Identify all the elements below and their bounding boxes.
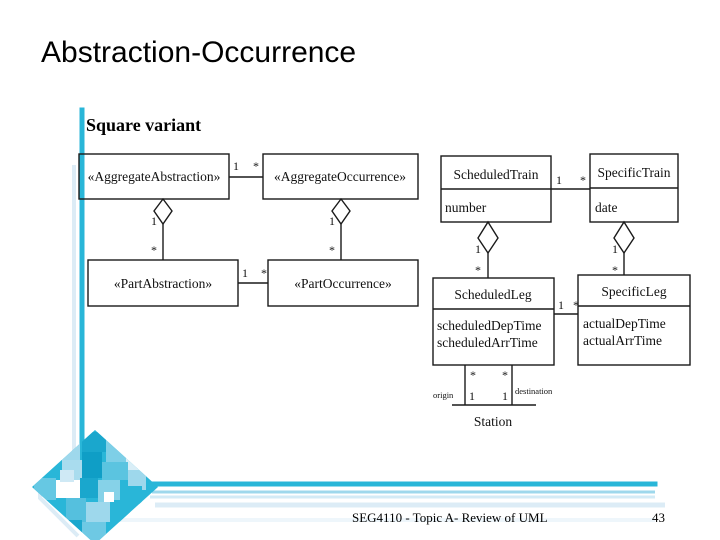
role-label-destination: destination — [515, 386, 553, 396]
page-title: Abstraction-Occurrence — [41, 36, 357, 69]
class-title-scheduled-train: ScheduledTrain — [454, 167, 539, 182]
attribute-specific-leg-arr: actualArrTime — [583, 333, 662, 348]
multiplicity-specific-aggregation-top: 1 — [612, 242, 618, 256]
class-title-specific-leg: SpecificLeg — [601, 284, 666, 299]
class-title-scheduled-leg: ScheduledLeg — [454, 287, 531, 302]
multiplicity-scheduled-aggregation-bottom: * — [475, 263, 481, 277]
attribute-scheduled-leg-dep: scheduledDepTime — [437, 318, 542, 333]
multiplicity-leg-assoc-right: * — [573, 298, 579, 312]
class-title-station: Station — [474, 414, 513, 429]
multiplicity-aggregate-left: 1 — [233, 159, 239, 173]
multiplicity-origin-one: 1 — [469, 389, 475, 403]
attribute-scheduled-leg-arr: scheduledArrTime — [437, 335, 538, 350]
class-label-part-abstraction: «PartAbstraction» — [114, 276, 212, 291]
class-title-specific-train: SpecificTrain — [598, 165, 671, 180]
attribute-specific-leg-dep: actualDepTime — [583, 316, 666, 331]
class-label-part-occurrence: «PartOccurrence» — [294, 276, 391, 291]
multiplicity-destination-star: * — [502, 368, 508, 382]
footer-page-number: 43 — [652, 510, 665, 525]
diamond-mosaic — [32, 430, 158, 540]
multiplicity-right-aggregation-top: 1 — [329, 214, 335, 228]
multiplicity-aggregate-right: * — [253, 159, 259, 173]
multiplicity-train-assoc-left: 1 — [556, 173, 562, 187]
multiplicity-right-aggregation-bottom: * — [329, 243, 335, 257]
diagram-train-schedule-example: ScheduledTrain SpecificTrain ScheduledLe… — [432, 153, 691, 429]
multiplicity-left-aggregation-top: 1 — [151, 214, 157, 228]
class-label-aggregate-abstraction: «AggregateAbstraction» — [88, 169, 221, 184]
attribute-scheduled-train-number: number — [445, 200, 487, 215]
multiplicity-specific-aggregation-bottom: * — [612, 263, 618, 277]
multiplicity-part-left: 1 — [242, 266, 248, 280]
subtitle-label: Square variant — [86, 115, 202, 135]
multiplicity-destination-one: 1 — [502, 389, 508, 403]
attribute-specific-train-date: date — [595, 200, 618, 215]
multiplicity-leg-assoc-left: 1 — [558, 298, 564, 312]
class-label-aggregate-occurrence: «AggregateOccurrence» — [274, 169, 406, 184]
multiplicity-part-right: * — [261, 266, 267, 280]
multiplicity-train-assoc-right: * — [580, 173, 586, 187]
multiplicity-scheduled-aggregation-top: 1 — [475, 242, 481, 256]
multiplicity-left-aggregation-bottom: * — [151, 243, 157, 257]
footer-course-label: SEG4110 - Topic A- Review of UML — [352, 510, 548, 525]
role-label-origin: origin — [433, 390, 454, 400]
diagram-abstraction-occurrence-pattern: «AggregateAbstraction» «AggregateOccurre… — [78, 153, 419, 307]
multiplicity-origin-star: * — [470, 368, 476, 382]
